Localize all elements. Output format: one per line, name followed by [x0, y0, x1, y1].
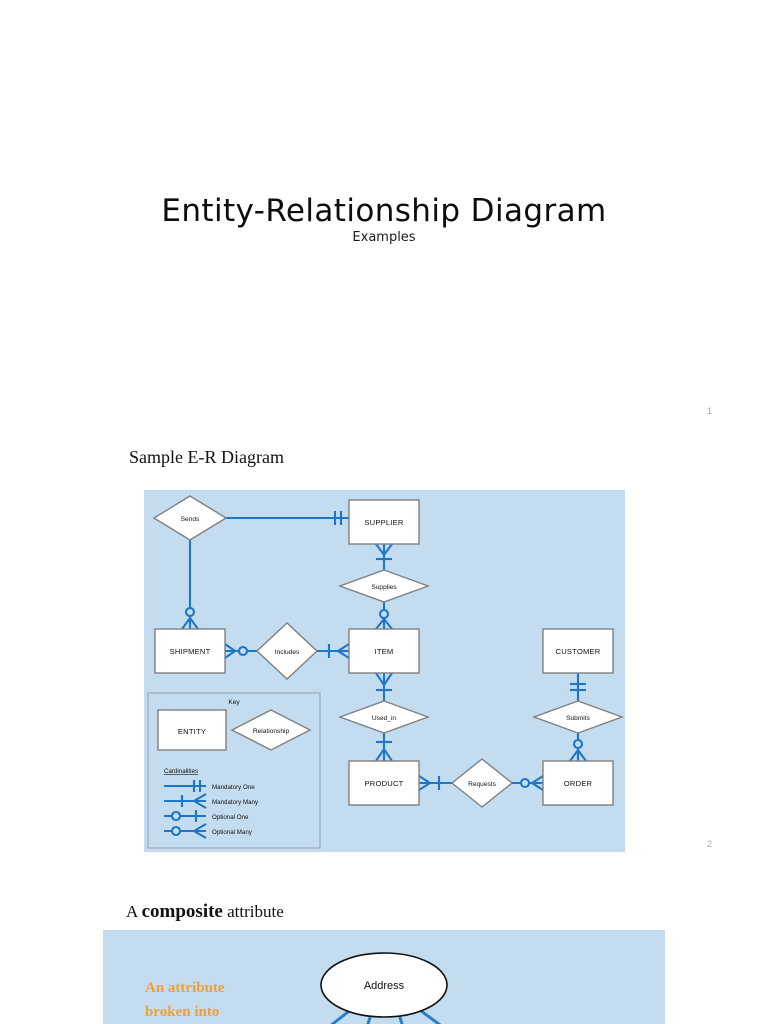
relationship-label: Sends	[181, 516, 200, 523]
relationship-label: Supplies	[371, 584, 397, 591]
entity-label: ITEM	[375, 647, 394, 656]
legend-cardinalities-title: Cardinalities	[164, 768, 198, 775]
entity-shipment: SHIPMENT	[154, 628, 226, 674]
entity-label: SHIPMENT	[170, 647, 211, 656]
legend-item-label: Mandatory One	[212, 784, 255, 791]
page-subtitle: Examples	[352, 230, 416, 245]
er-diagram-canvas: .ln { stroke:#1f76c6; stroke-width:2.1; …	[147, 495, 625, 849]
relationship-label: Requests	[468, 781, 497, 788]
entity-label: ORDER	[564, 779, 593, 788]
legend-item-mandatory-one: Mandatory One	[164, 780, 255, 792]
entity-customer: CUSTOMER	[542, 628, 614, 674]
relationship-supplies: Supplies	[337, 569, 431, 603]
composite-attribute-figure: .cln { stroke:#2a7fc9; stroke-width:3; f…	[103, 930, 665, 1024]
entity-product: PRODUCT	[348, 760, 420, 806]
heading-strong: composite	[141, 901, 223, 922]
entity-label: PRODUCT	[365, 779, 404, 788]
slide-composite-attribute: A composite attribute .cln { stroke:#2a7…	[0, 860, 768, 1024]
attribute-label: Address	[364, 980, 405, 992]
er-diagram-figure: .ln { stroke:#1f76c6; stroke-width:2.1; …	[144, 490, 625, 852]
legend-item-optional-one: Optional One	[164, 810, 249, 822]
legend-item-label: Mandatory Many	[212, 799, 259, 806]
legend-item-label: Optional One	[212, 814, 249, 821]
attribute-address: Address	[320, 952, 448, 1018]
entity-order: ORDER	[542, 760, 614, 806]
page-number-1: 1	[706, 406, 712, 416]
relationship-requests: Requests	[450, 758, 514, 808]
page-number-2: 2	[706, 839, 712, 849]
relationship-label: Submits	[566, 715, 591, 722]
slide-title: Entity-Relationship Diagram Examples	[0, 0, 768, 430]
relationship-submits: Submits	[531, 700, 625, 734]
relationship-includes: Includes	[255, 622, 319, 680]
entity-supplier: SUPPLIER	[348, 499, 420, 545]
relationship-label: Used_in	[372, 715, 397, 722]
legend-entity-label: ENTITY	[178, 727, 206, 736]
note-line-2: broken into	[145, 1004, 219, 1020]
entity-label: SUPPLIER	[364, 518, 403, 527]
slide-sample-er-diagram: Sample E-R Diagram .ln { stroke:#1f76c6;…	[0, 430, 768, 860]
relationship-label: Includes	[275, 649, 300, 656]
note-line-1: An attribute	[145, 980, 225, 996]
legend-item-optional-many: Optional Many	[164, 823, 253, 839]
legend-key: Key ENTITY Relationship Cardinalities Ma…	[147, 692, 321, 849]
page-title: Entity-Relationship Diagram	[161, 192, 607, 229]
relationship-used-in: Used_in	[337, 700, 431, 734]
entity-item: ITEM	[348, 628, 420, 674]
composite-attribute-heading: A composite attribute	[126, 901, 284, 923]
entity-label: CUSTOMER	[556, 647, 601, 656]
er-diagram-heading: Sample E-R Diagram	[129, 447, 284, 467]
relationship-sends: Sends	[152, 495, 228, 541]
legend-item-label: Optional Many	[212, 829, 253, 836]
heading-suffix: attribute	[222, 902, 284, 921]
composite-attribute-canvas: .cln { stroke:#2a7fc9; stroke-width:3; f…	[145, 952, 448, 1024]
legend-item-mandatory-many: Mandatory Many	[164, 793, 259, 809]
legend-title: Key	[228, 699, 240, 706]
heading-prefix: A	[126, 902, 142, 921]
legend-relationship-label: Relationship	[253, 728, 290, 735]
